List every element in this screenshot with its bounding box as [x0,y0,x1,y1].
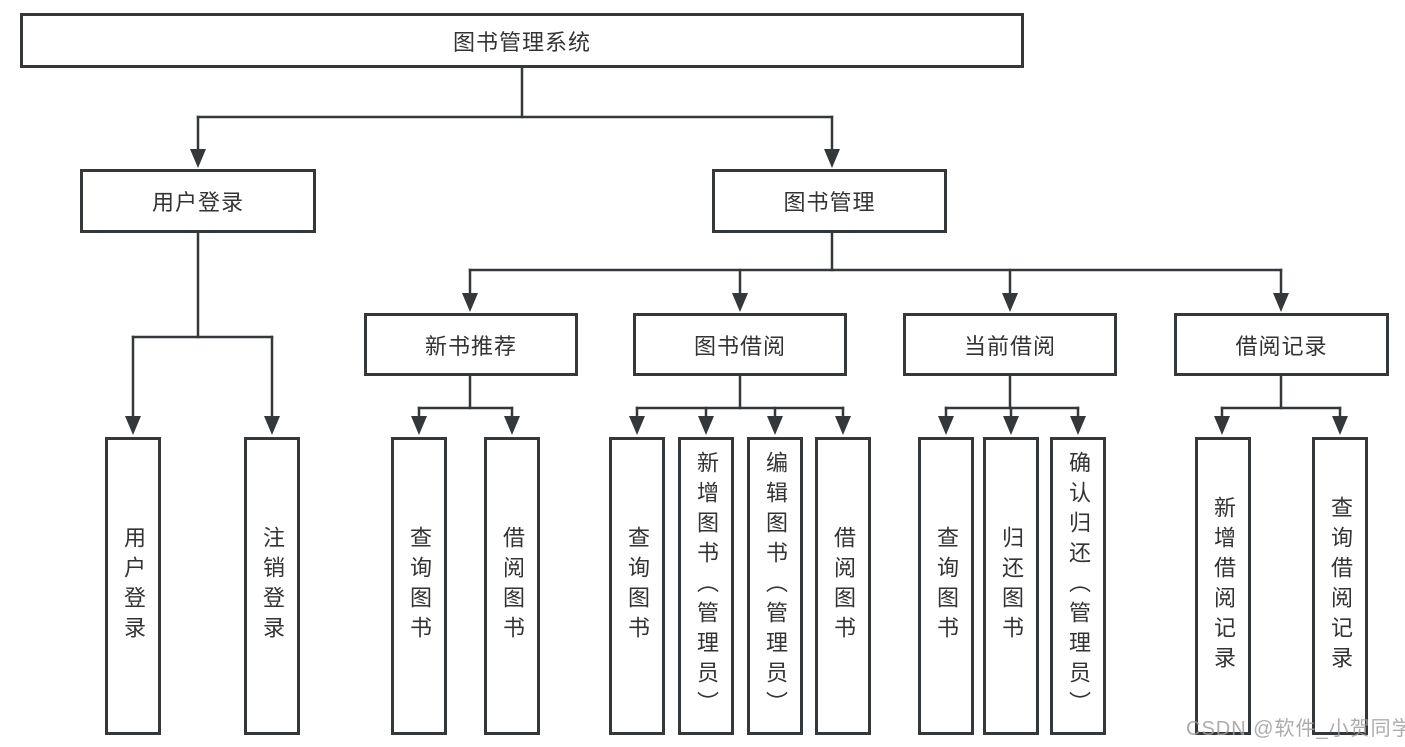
node-book-borrow: 图书借阅 [633,313,847,376]
leaf-recommend-borrow-book: 借阅图书 [484,437,540,735]
node-new-book-recommend: 新书推荐 [364,313,578,376]
connector-root-to-level2 [190,66,840,168]
node-label: 当前借阅 [963,333,1056,359]
node-user-login: 用户登录 [80,169,316,233]
node-label: 用户登录 [151,190,244,215]
connector-current-borrow-children [938,374,1086,435]
leaf-return-book: 归还图书 [983,437,1039,735]
leaf-recommend-query-book: 查询图书 [391,437,447,735]
leaf-user-login: 用户登录 [105,437,161,735]
leaf-label: 注销登录 [260,526,285,646]
csdn-watermark: CSDN @软件_小贺同学 [1186,718,1405,740]
node-label: 借阅记录 [1235,333,1328,359]
connector-book-borrow-children [629,374,851,435]
connector-new-book-recommend-children [411,374,520,435]
node-library-management-system: 图书管理系统 [20,13,1024,68]
leaf-label: 新增借阅记录 [1211,496,1236,676]
leaf-label: 确认归还（管理员） [1066,451,1091,721]
leaf-logout: 注销登录 [244,437,300,735]
node-label: 图书管理 [783,190,876,215]
node-label: 新书推荐 [424,333,517,359]
leaf-label: 用户登录 [121,526,146,646]
leaf-add-borrow-record: 新增借阅记录 [1195,437,1251,735]
leaf-label: 查询借阅记录 [1328,496,1353,676]
leaf-query-borrow-record: 查询借阅记录 [1312,437,1368,735]
leaf-label: 查询图书 [407,526,432,646]
connector-user-login-children [125,231,280,435]
leaf-label: 借阅图书 [500,526,525,646]
node-borrow-records: 借阅记录 [1174,313,1389,376]
node-book-management: 图书管理 [712,169,947,233]
leaf-confirm-return-admin: 确认归还（管理员） [1050,437,1106,735]
leaf-edit-book-admin: 编辑图书（管理员） [747,437,803,735]
leaf-label: 查询图书 [934,526,959,646]
connector-book-management-children [462,231,1289,312]
leaf-borrow-query-book: 查询图书 [609,437,665,735]
leaf-label: 新增图书（管理员） [694,451,719,721]
node-label: 图书管理系统 [452,29,591,55]
leaf-borrow-book: 借阅图书 [815,437,871,735]
node-current-borrow: 当前借阅 [903,313,1117,376]
leaf-add-book-admin: 新增图书（管理员） [678,437,734,735]
leaf-label: 借阅图书 [831,526,856,646]
leaf-label: 查询图书 [625,526,650,646]
connector-borrow-records-children [1214,374,1348,435]
leaf-label: 归还图书 [999,526,1024,646]
node-label: 图书借阅 [693,333,786,359]
leaf-current-query-book: 查询图书 [918,437,974,735]
leaf-label: 编辑图书（管理员） [763,451,788,721]
